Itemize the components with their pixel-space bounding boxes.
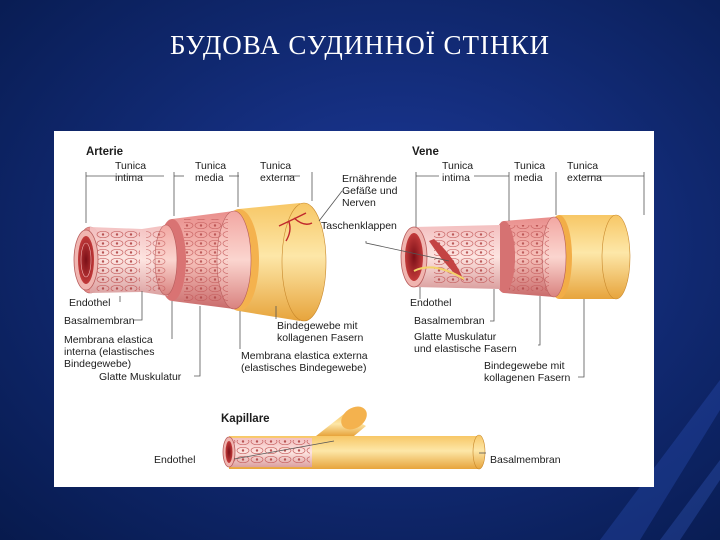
artery-media-header-1: Tunica	[195, 160, 226, 172]
vein-endothel-label: Endothel	[410, 297, 451, 309]
artery-basalmembran-label: Basalmembran	[64, 315, 135, 327]
vein-bindegewebe-label-1: Bindegewebe mit	[484, 360, 565, 372]
artery-glatte-muskulatur-label: Glatte Muskulatur	[99, 371, 182, 383]
capillary-endothel-label: Endothel	[154, 454, 195, 466]
vein-basalmembran-label: Basalmembran	[414, 315, 485, 327]
artery-externa-header-2: externa	[260, 172, 295, 184]
vein-media-header-2: media	[514, 172, 543, 184]
artery-elastica-interna-label-2: interna (elastisches	[64, 346, 154, 358]
artery-intima-header-1: Tunica	[115, 160, 146, 172]
artery-leader-lines	[85, 172, 343, 377]
vein-intima-header-1: Tunica	[442, 160, 473, 172]
artery-elastica-interna-label-1: Membrana elastica	[64, 334, 153, 346]
artery-elastica-externa-label-1: Membrana elastica externa	[241, 350, 368, 362]
artery-vessels-label-2: Gefäße und	[342, 185, 398, 197]
vein-muskulatur-label-1: Glatte Muskulatur	[414, 331, 497, 343]
artery-bindegewebe-label-1: Bindegewebe mit	[277, 320, 358, 332]
vein-intima-header-2: intima	[442, 172, 470, 184]
artery-media-header-2: media	[195, 172, 224, 184]
vein-externa-header-2: externa	[567, 172, 602, 184]
artery-bindegewebe-label-2: kollagenen Fasern	[277, 332, 364, 344]
vein-media-header-1: Tunica	[514, 160, 545, 172]
artery-endothel-label: Endothel	[69, 297, 110, 309]
vein-leader-lines	[233, 172, 645, 460]
artery-externa-header-1: Tunica	[260, 160, 291, 172]
artery-elastica-externa-label-2: (elastisches Bindegewebe)	[241, 362, 367, 374]
capillary-illustration	[222, 406, 486, 470]
vein-bindegewebe-label-2: kollagenen Fasern	[484, 372, 571, 384]
artery-elastica-interna-label-3: Bindegewebe)	[64, 358, 131, 370]
artery-intima-header-2: intima	[115, 172, 143, 184]
artery-title: Arterie	[86, 146, 123, 158]
vein-muskulatur-label-2: und elastische Fasern	[414, 343, 517, 355]
vein-illustration	[400, 214, 631, 300]
artery-vessels-label-3: Nerven	[342, 197, 376, 209]
vein-externa-header-1: Tunica	[567, 160, 598, 172]
artery-illustration	[73, 202, 327, 322]
vein-title: Vene	[412, 146, 439, 158]
vessel-wall-figure: Arterie Tunica intima Tunica media Tunic…	[54, 131, 654, 487]
capillary-title: Kapillare	[221, 413, 270, 425]
artery-vessels-label-1: Ernährende	[342, 173, 397, 185]
capillary-basalmembran-label: Basalmembran	[490, 454, 561, 466]
slide-title: БУДОВА СУДИННОЇ СТІНКИ	[169, 30, 551, 60]
vein-valves-label: Taschenklappen	[321, 220, 397, 232]
